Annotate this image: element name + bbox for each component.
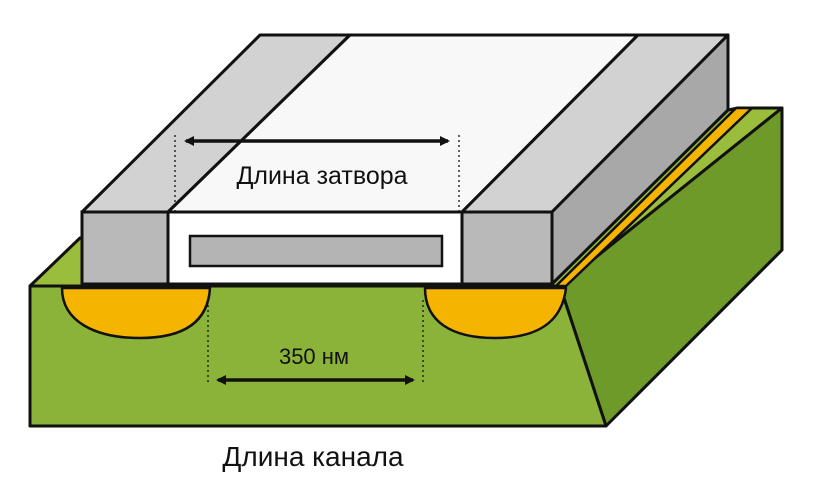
- gate-right-side: [550, 33, 730, 286]
- gate-length-label: Длина затвора: [236, 162, 407, 190]
- gate-left-front: [80, 210, 170, 286]
- doped-strip-back: [554, 106, 754, 288]
- gate-slot: [188, 234, 444, 268]
- doped-region-left: [60, 286, 212, 340]
- channel-dimension: 350 нм: [207, 300, 424, 385]
- channel-width-label: 350 нм: [279, 344, 349, 369]
- gate-stack: [80, 33, 730, 286]
- gate-length-dimension: Длина затвора: [174, 135, 460, 214]
- gate-right-front: [460, 210, 554, 286]
- channel-length-label: Длина канала: [222, 441, 404, 472]
- doped-region-right: [423, 286, 568, 340]
